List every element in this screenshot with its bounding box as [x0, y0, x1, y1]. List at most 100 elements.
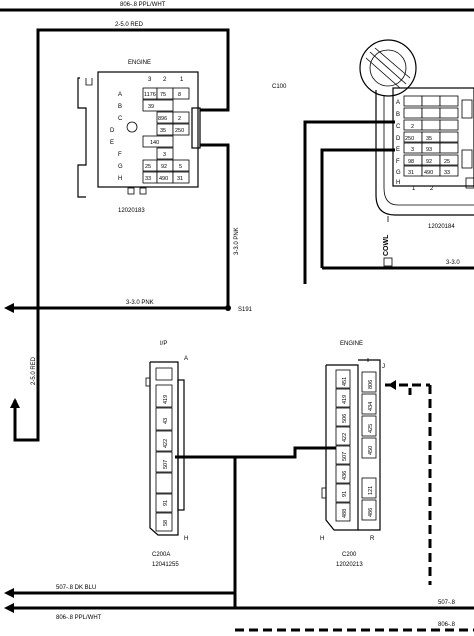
pin-cell: [439, 154, 459, 166]
pin-cell: [335, 502, 351, 522]
pin-number: 2: [430, 186, 434, 192]
splice-dot: [225, 305, 231, 311]
pin-cell: [335, 426, 351, 446]
wire-label-pnk-vertical: 3-3.0 PNK: [234, 227, 240, 255]
connector-left-bracket: [77, 77, 87, 198]
row-label: D: [396, 136, 401, 142]
row-label: C: [396, 124, 401, 130]
pin-label: 39: [148, 104, 154, 110]
pin-cell: [421, 119, 441, 131]
pin-h-label: H: [320, 536, 324, 542]
connector-latch: [145, 377, 151, 387]
pin-label: 8: [178, 92, 181, 98]
pin-label: 58: [163, 520, 169, 526]
row-label: B: [118, 104, 122, 110]
pin-label: 425: [368, 424, 374, 433]
pin-cell: [142, 99, 174, 112]
wire-c100-b: [320, 148, 395, 268]
pin-cell: [421, 95, 441, 107]
pin-label: 434: [368, 402, 374, 411]
row-label: A: [396, 100, 400, 106]
pin-label: 25: [444, 159, 450, 165]
pin-cell: [172, 87, 190, 100]
pin-cell: [155, 430, 173, 452]
column-label: 2: [163, 77, 167, 83]
c100-label: C100: [272, 84, 287, 90]
cowl-hatch: [369, 51, 407, 85]
pin-label: 419: [163, 395, 169, 404]
pin-cell: [361, 415, 377, 437]
row-label: E: [396, 147, 400, 153]
pin-number: 1: [412, 186, 416, 192]
pin-h-label: H: [184, 536, 188, 542]
connector-latch: [321, 487, 327, 499]
pin-label: 422: [342, 433, 348, 442]
pin-label: 5: [179, 164, 182, 170]
pin-label: 93: [426, 147, 432, 153]
pin-cell: [439, 107, 459, 119]
row-label: H: [118, 176, 122, 182]
arrow-up-icon: [10, 398, 20, 408]
connector-c200a: I/P A 419 43 422 507 91 58 H C200A 12041…: [145, 341, 188, 568]
cowl-hatch: [365, 57, 401, 89]
connector-title: ENGINE: [340, 341, 363, 347]
connector-part-number: 12020213: [336, 562, 363, 568]
wire-dk-blu: [175, 455, 474, 610]
pin-cell: [155, 407, 173, 431]
row-label: E: [110, 140, 114, 146]
pin-label: 33: [145, 176, 151, 182]
row-label: C: [118, 116, 123, 122]
pin-cell: [335, 464, 351, 484]
pin-cell: [439, 131, 459, 143]
pin-label: 490: [424, 170, 433, 176]
pin-label: 896: [158, 116, 167, 122]
pin-label: 2: [178, 116, 181, 122]
row-label: H: [396, 180, 400, 186]
pin-label: 250: [405, 136, 414, 142]
connector-housing: [149, 361, 179, 536]
pin-label: 35: [426, 136, 432, 142]
pin-cell: [172, 123, 190, 136]
pin-label: 250: [175, 128, 184, 134]
pin-label: 35: [160, 128, 166, 134]
pin-label: 121: [368, 486, 374, 495]
connector-side-rail: [177, 379, 185, 511]
connector-cowl: A B C D E F G H 2 250 35 3 93 98 92 25: [359, 39, 474, 267]
pin-label: 506: [342, 414, 348, 423]
pin-label: 43: [163, 418, 169, 424]
pin-a-label: A: [184, 356, 188, 362]
arrow-left-icon: [4, 588, 14, 598]
pin-label: 98: [408, 159, 414, 165]
pin-label: 33: [444, 170, 450, 176]
pin-cell: [335, 483, 351, 503]
connector-part-number: 12020183: [118, 208, 145, 214]
connector-engine-top: ENGINE 3 2 1 A B C D E F G H 1176 75 8 3…: [77, 60, 201, 214]
connector-part-number: 12041255: [152, 562, 179, 568]
wire-label-red-vertical: 2-5.0 RED: [31, 356, 37, 385]
cowl-body-inner: [383, 95, 474, 206]
pin-label: 31: [408, 170, 414, 176]
pin-cell: [439, 165, 459, 177]
row-label: G: [118, 164, 123, 170]
column-label: 1: [180, 77, 184, 83]
arrow-left-icon: [4, 603, 14, 613]
cowl-flange: [359, 39, 417, 97]
pin-r-label: R: [370, 536, 375, 542]
cowl-label: COWL: [383, 234, 390, 256]
pin-cell: [155, 384, 173, 408]
wire-c100-a: [303, 120, 395, 284]
pin-label: 419: [342, 395, 348, 404]
pin-label: 450: [368, 446, 374, 455]
pin-label: 451: [342, 377, 348, 386]
pin-cell: [439, 95, 459, 107]
cowl-flange-inner: [369, 49, 407, 87]
cowl-body: [375, 90, 474, 216]
pin-cell: [335, 369, 351, 389]
pin-label: 75: [160, 92, 166, 98]
pin-j-label: J: [382, 364, 385, 370]
connector-name: C200: [342, 552, 357, 558]
pin-label: 3: [411, 147, 414, 153]
pin-cell: [361, 477, 377, 499]
